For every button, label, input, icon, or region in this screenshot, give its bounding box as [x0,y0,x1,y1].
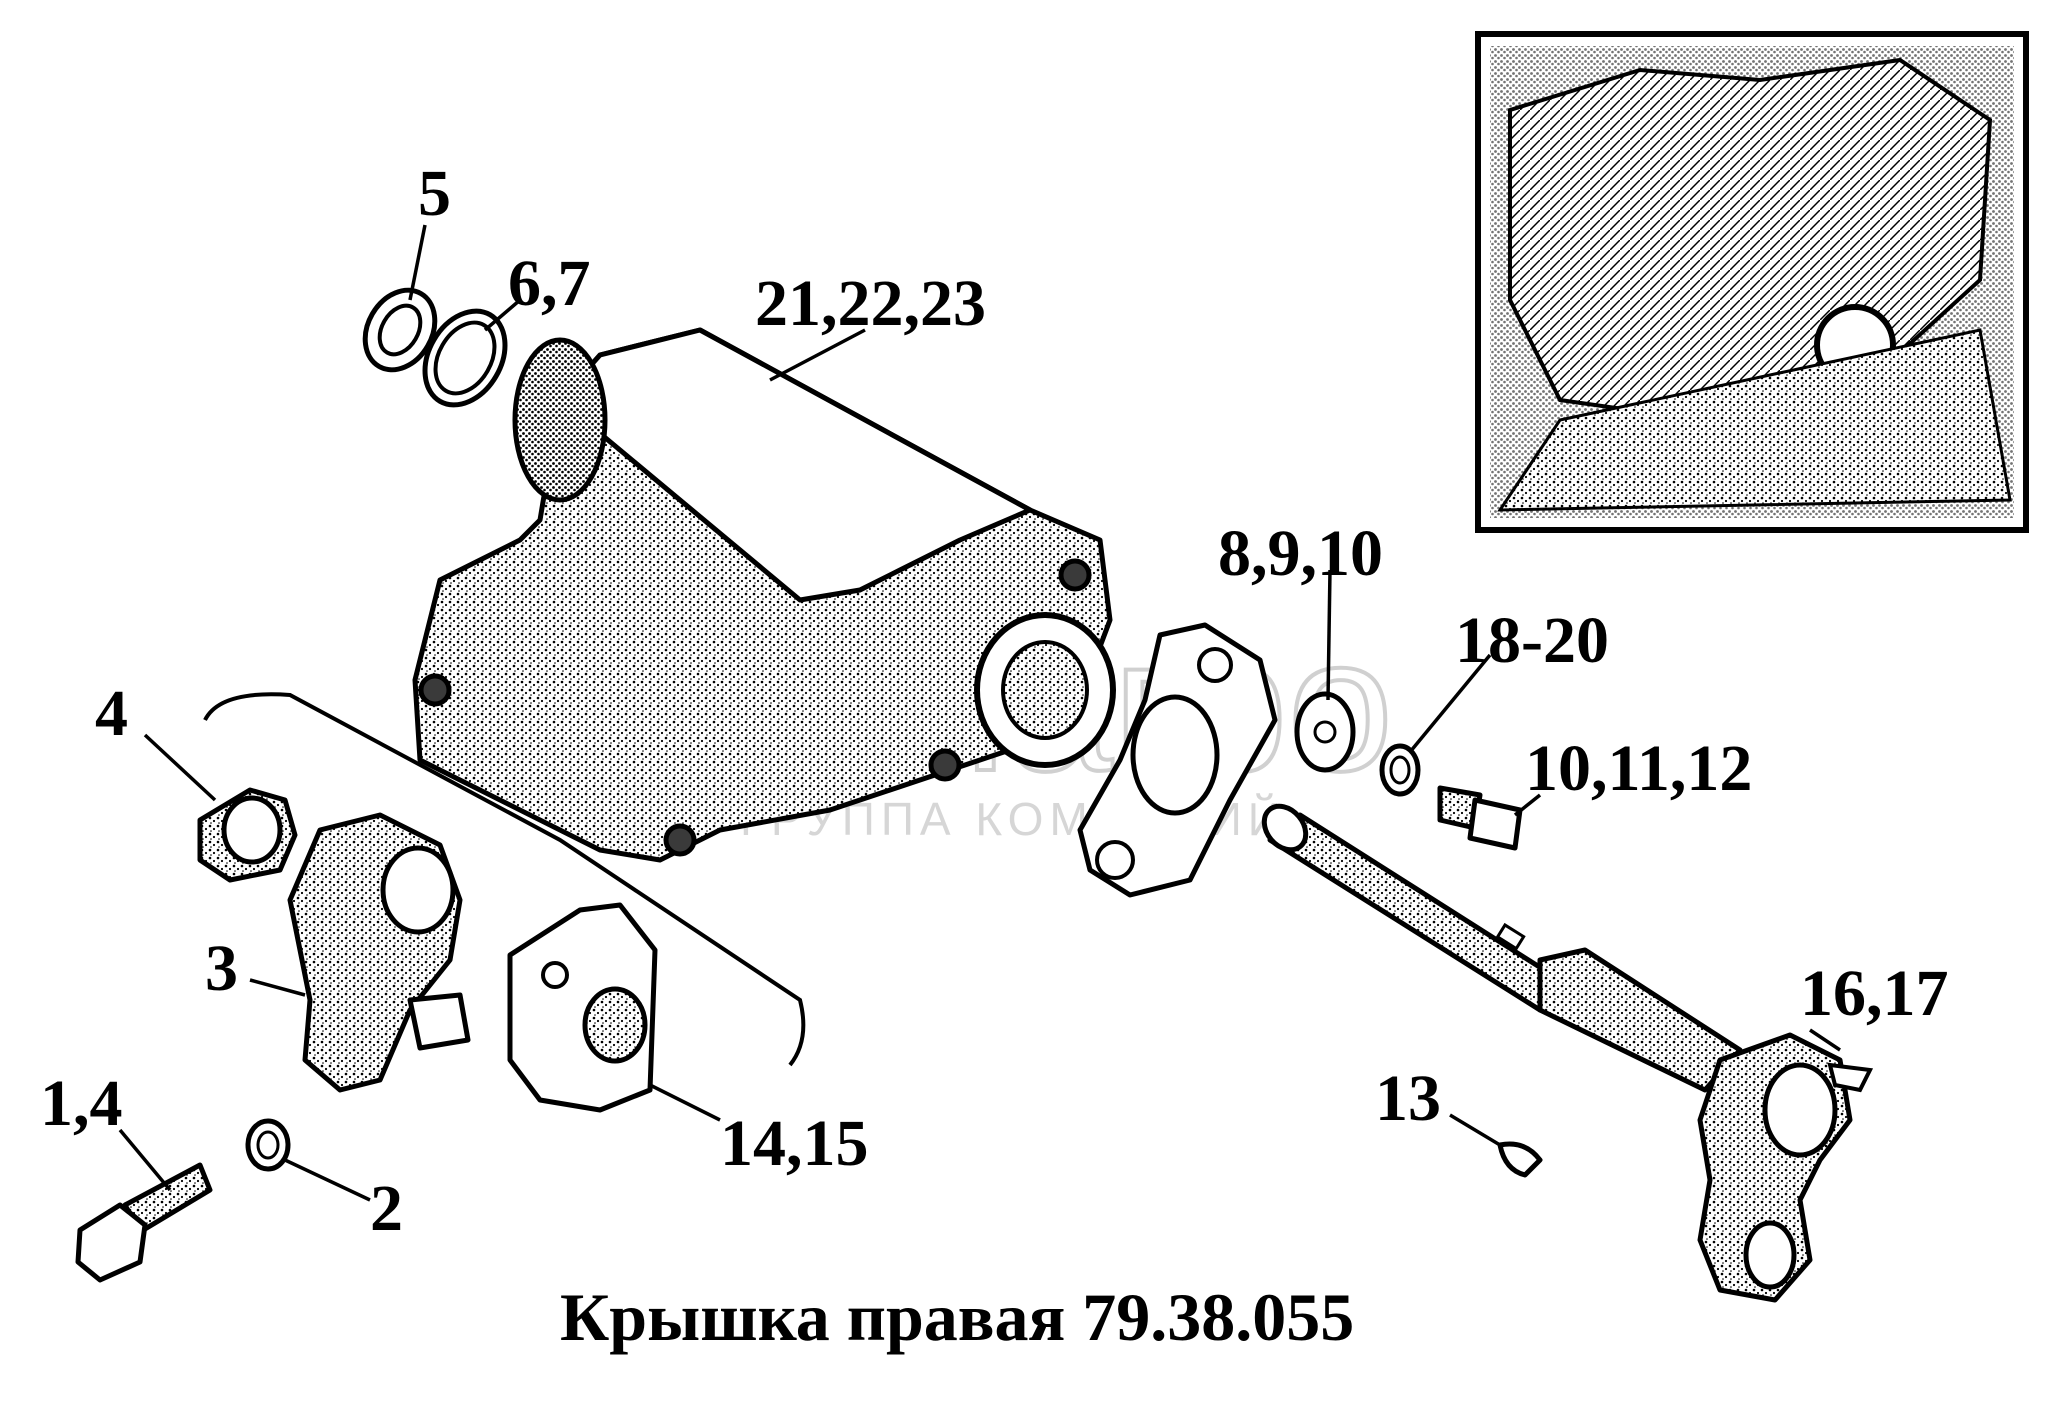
part-gasket [1077,622,1278,898]
lever-end-bore [1743,1220,1797,1290]
housing-bore-inner [1001,640,1089,740]
washer-inner [1313,720,1337,744]
callout-3: 3 [205,932,238,1005]
housing-bolt-hole [928,748,962,782]
leader-1-4 [118,1128,172,1192]
assembly-guide-line [203,692,806,1067]
key-body [1497,1141,1543,1178]
part-housing [412,327,1116,863]
gasket-bolt-hole [1197,647,1233,683]
shaft-keyway [1495,922,1526,951]
arm-pin [407,992,471,1051]
leader-8-9-10 [1326,569,1332,701]
part-washer-8-9-10 [1294,691,1356,773]
clamp-bolt-hole [541,961,569,989]
housing-bolt-hole [418,673,452,707]
gasket-bolt-hole [1095,840,1135,880]
bolt-head [75,1202,148,1283]
callout-13: 13 [1375,1062,1441,1135]
leader-6-7 [483,298,522,332]
shaft-end [1261,803,1309,853]
part-ring-18-20 [1379,743,1421,797]
lever-hub-bore [1762,1062,1838,1158]
washer-inner [433,320,497,396]
leader-21-22-23 [769,328,866,382]
part-bolt-10-11-12 [1437,785,1523,851]
bolt-head [1467,797,1523,851]
leader-18-20 [1408,653,1492,754]
ring-inner [1389,755,1411,785]
lever-clip [1827,1062,1874,1093]
callout-4: 4 [95,677,128,750]
part-shaft [1261,803,1743,1093]
leader-16-17 [1809,1028,1841,1052]
washer-inner [377,303,423,357]
callouts: 5 6,7 21,22,23 8,9,10 18-20 10,11,12 4 3… [40,157,1949,1245]
diagram-title: Крышка правая 79.38.055 [560,1279,1354,1355]
part-clamp-14-15 [507,902,658,1113]
leader-lines [118,224,1841,1202]
leader-3 [249,978,306,997]
callout-21-22-23: 21,22,23 [755,267,986,340]
callout-1-4: 1,4 [40,1067,123,1140]
washer-inner [256,1130,280,1160]
part-washer-2 [245,1118,291,1172]
leader-4 [143,733,217,802]
inset-reference-image [1475,31,2029,533]
shaft-collar [1537,947,1743,1093]
part-arm-3 [287,812,471,1093]
callout-10-11-12: 10,11,12 [1525,732,1752,805]
housing-top-face [557,327,1033,603]
part-lever-16-17 [1697,1032,1874,1303]
part-bearing-4 [197,787,298,883]
clamp-bore [582,986,648,1064]
part-bolt-1-4 [75,1162,213,1283]
callout-2: 2 [370,1172,403,1245]
part-washer-6-7 [422,308,508,408]
leader-5 [408,224,427,301]
leader-10-11-12 [1513,793,1542,817]
housing-bolt-hole [663,823,697,857]
bearing-bore [221,795,283,865]
callout-6-7: 6,7 [508,247,591,320]
arm-bore [380,845,456,935]
gasket-hole [1130,694,1220,816]
inset-ground [1497,328,2012,512]
callout-8-9-10: 8,9,10 [1218,517,1383,590]
callout-16-17: 16,17 [1800,957,1949,1030]
housing-bolt-hole [1058,558,1092,592]
leader-14-15 [649,1083,721,1122]
callout-18-20: 18-20 [1455,604,1609,677]
leader-2 [284,1158,371,1202]
callout-5: 5 [418,157,451,230]
callout-14-15: 14,15 [720,1107,869,1180]
part-washer-5 [362,287,438,373]
part-key-13 [1497,1141,1543,1178]
leader-13 [1449,1113,1501,1147]
housing-boss [512,337,608,503]
